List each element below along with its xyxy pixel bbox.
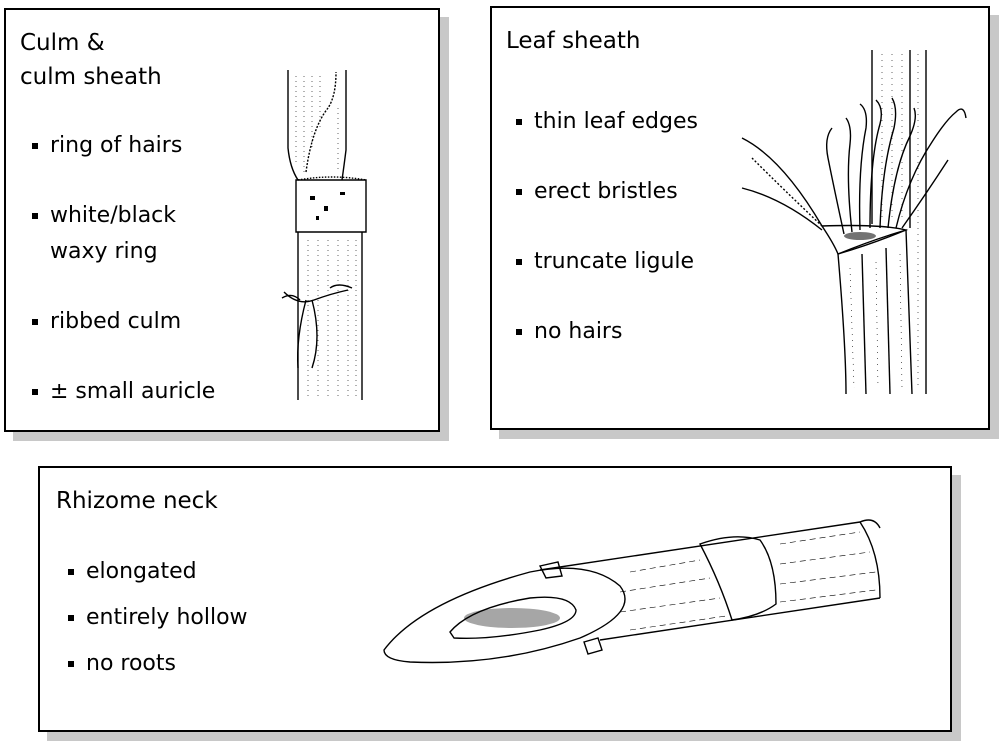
bullet-marker bbox=[516, 189, 522, 195]
leaf-sheath-panel: Leaf sheath thin leaf edges erect bristl… bbox=[490, 6, 990, 430]
rhizome-bullet-entirely-hollow: entirely hollow bbox=[68, 602, 248, 634]
culm-bullet-waxy-ring: white/black bbox=[32, 200, 176, 232]
rhizome-neck-title: Rhizome neck bbox=[56, 488, 218, 514]
bullet-marker bbox=[68, 569, 74, 575]
leaf-sheath-title: Leaf sheath bbox=[506, 28, 641, 54]
bullet-marker bbox=[516, 329, 522, 335]
culm-bullet-waxy-ring-cont: waxy ring bbox=[50, 239, 158, 264]
bullet-marker bbox=[68, 615, 74, 621]
rhizome-bullet-elongated: elongated bbox=[68, 556, 197, 588]
bullet-marker bbox=[516, 119, 522, 125]
leaf-bullet-thin-edges: thin leaf edges bbox=[516, 106, 698, 138]
leaf-bullet-no-hairs: no hairs bbox=[516, 316, 622, 348]
bullet-marker bbox=[32, 389, 38, 395]
rhizome-neck-illustration bbox=[380, 512, 890, 672]
bullet-marker bbox=[516, 259, 522, 265]
culm-panel: Culm & culm sheath ring of hairs white/b… bbox=[4, 8, 440, 432]
bullet-marker bbox=[32, 143, 38, 149]
culm-title-line2: culm sheath bbox=[20, 64, 162, 90]
bullet-marker bbox=[32, 213, 38, 219]
culm-node-illustration bbox=[272, 68, 384, 402]
culm-bullet-ribbed-culm: ribbed culm bbox=[32, 306, 181, 338]
culm-bullet-ring-of-hairs: ring of hairs bbox=[32, 130, 182, 162]
leaf-sheath-illustration bbox=[742, 48, 972, 398]
bullet-marker bbox=[32, 319, 38, 325]
leaf-bullet-erect-bristles: erect bristles bbox=[516, 176, 678, 208]
culm-bullet-small-auricle: ± small auricle bbox=[32, 376, 215, 408]
rhizome-bullet-no-roots: no roots bbox=[68, 648, 176, 680]
bullet-marker bbox=[68, 661, 74, 667]
leaf-bullet-truncate-ligule: truncate ligule bbox=[516, 246, 694, 278]
culm-title-line1: Culm & bbox=[20, 30, 105, 56]
rhizome-neck-panel: Rhizome neck elongated entirely hollow n… bbox=[38, 466, 952, 732]
